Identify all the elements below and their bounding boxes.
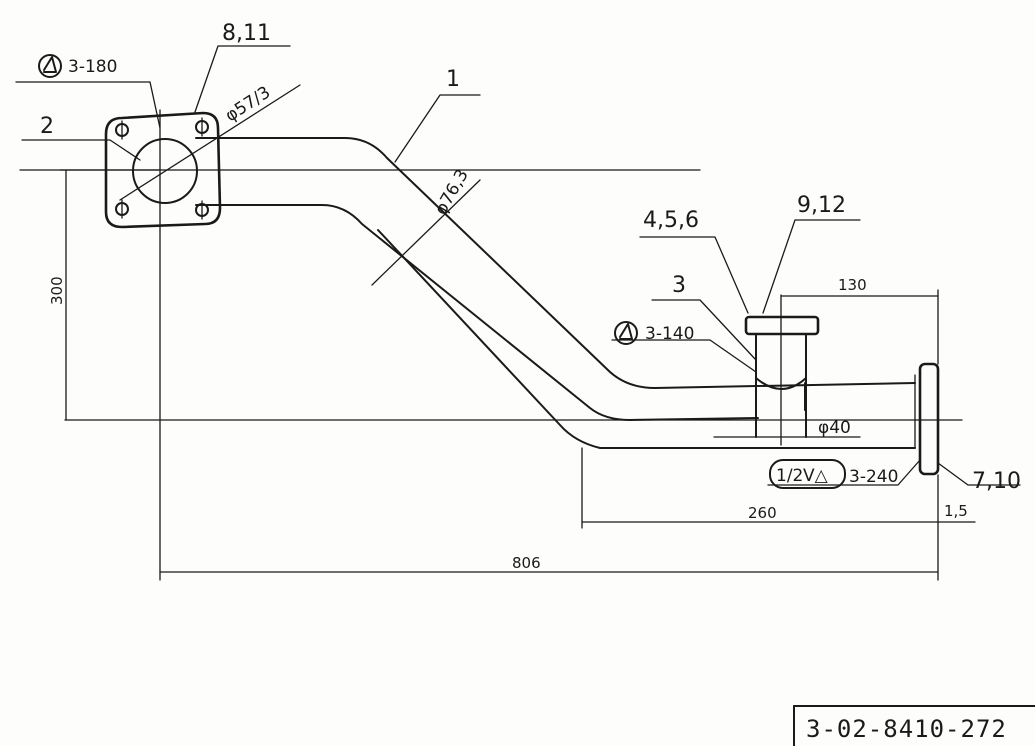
weld-mark-plate: 1/2 V△ 3-240	[769, 459, 898, 489]
label-part-1: 1	[446, 67, 460, 92]
label-branch-diameter: φ40	[818, 418, 851, 438]
drawing-number: 3-02-8410-272	[806, 715, 1007, 743]
svg-text:1/2: 1/2	[776, 466, 803, 486]
svg-text:3-140: 3-140	[645, 324, 694, 344]
svg-text:V△: V△	[803, 466, 829, 486]
weld-mark-branch: 3-140	[614, 321, 694, 345]
dim-height: 300	[48, 276, 66, 305]
svg-text:3-240: 3-240	[849, 467, 898, 487]
main-pipe	[195, 137, 916, 449]
label-part-9-12: 9,12	[797, 193, 846, 218]
dim-overall-length: 806	[512, 554, 541, 572]
weld-mark-flange: 3-180	[38, 54, 117, 78]
dim-branch-offset: 130	[838, 276, 867, 294]
label-part-3: 3	[672, 273, 686, 298]
bolt-hole	[115, 120, 129, 140]
svg-text:3-180: 3-180	[68, 57, 117, 77]
label-part-4-5-6: 4,5,6	[643, 208, 699, 233]
dim-plate-thickness: 1,5	[944, 502, 968, 520]
bolt-hole	[115, 199, 129, 219]
bolt-hole	[195, 200, 209, 220]
dimension-lines	[59, 84, 939, 573]
label-part-2: 2	[40, 114, 54, 139]
leader-lines	[15, 45, 1021, 523]
centre-lines	[19, 109, 963, 581]
dim-lower-run: 260	[748, 504, 777, 522]
bolt-hole	[195, 117, 209, 137]
label-part-8-11: 8,11	[222, 21, 271, 46]
end-plate	[914, 362, 940, 476]
label-flange-bore: φ57/3	[222, 83, 274, 127]
title-block: 3-02-8410-272	[793, 705, 1035, 746]
label-part-7-10: 7,10	[972, 469, 1021, 494]
